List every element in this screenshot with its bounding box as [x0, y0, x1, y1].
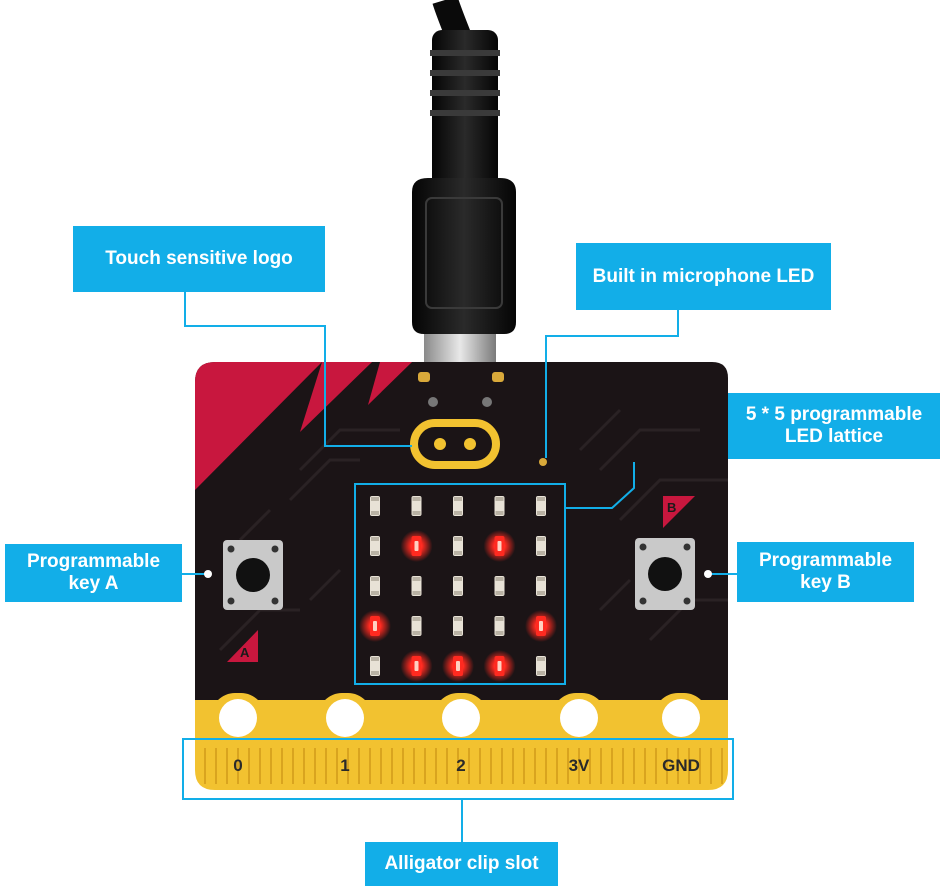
led [536, 656, 546, 676]
pin-label: 3V [569, 756, 590, 775]
led [411, 496, 422, 516]
led [411, 576, 422, 596]
usb-cable [412, 0, 516, 364]
led [400, 650, 433, 682]
led [494, 616, 505, 636]
callout-key-b-text: Programmable key B [758, 550, 893, 593]
pin-label: 2 [456, 756, 465, 775]
led [442, 650, 474, 682]
led [536, 536, 546, 556]
callout-key-a-text: Programmable key A [26, 551, 161, 594]
edge-connector: 0 1 2 3V GND [195, 693, 728, 790]
led [483, 530, 516, 562]
key-b-letter: B [667, 500, 676, 515]
key-b-marker: B [663, 496, 695, 528]
led [453, 536, 463, 556]
led [370, 576, 380, 596]
led [453, 576, 463, 596]
led [370, 496, 380, 516]
touch-logo[interactable] [410, 419, 500, 469]
key-a-marker: A [227, 630, 258, 662]
callout-touch-logo: Touch sensitive logo [73, 226, 325, 292]
callout-microphone-led-text: Built in microphone LED [592, 265, 815, 287]
led [370, 656, 380, 676]
callout-key-b: Programmable key B [737, 542, 914, 602]
pin-hole [211, 693, 265, 745]
callout-lines [182, 292, 740, 842]
callout-touch-logo-text: Touch sensitive logo [105, 248, 293, 269]
pin-label: 0 [233, 756, 242, 775]
key-b-button[interactable] [635, 538, 695, 610]
led [525, 610, 557, 642]
key-a-button[interactable] [223, 540, 283, 610]
led [370, 536, 380, 556]
callout-led-lattice: 5 * 5 programmable LED lattice [728, 393, 940, 459]
led [453, 496, 463, 516]
led [494, 496, 505, 516]
key-a-letter: A [240, 645, 250, 660]
led [483, 650, 516, 682]
led [494, 576, 505, 596]
pin-label: 1 [340, 756, 349, 775]
callout-microphone-led: Built in microphone LED [576, 243, 831, 310]
led [536, 496, 546, 516]
led-matrix [359, 496, 557, 682]
microbit-board [195, 362, 728, 700]
pin-hole [552, 693, 606, 745]
led [536, 576, 546, 596]
pin-hole [434, 693, 488, 745]
callout-alligator-clip: Alligator clip slot [365, 842, 558, 886]
callout-key-a: Programmable key A [5, 544, 182, 602]
callout-dots [204, 570, 712, 578]
led [400, 530, 433, 562]
pin-hole [318, 693, 372, 745]
callout-led-lattice-text: 5 * 5 programmable LED lattice [745, 404, 923, 447]
microphone-led [539, 458, 547, 466]
led [411, 616, 422, 636]
pin-label: GND [662, 756, 700, 775]
led [453, 616, 463, 636]
callout-alligator-clip-text: Alligator clip slot [384, 853, 539, 874]
pin-hole [654, 693, 708, 745]
led [359, 610, 391, 642]
